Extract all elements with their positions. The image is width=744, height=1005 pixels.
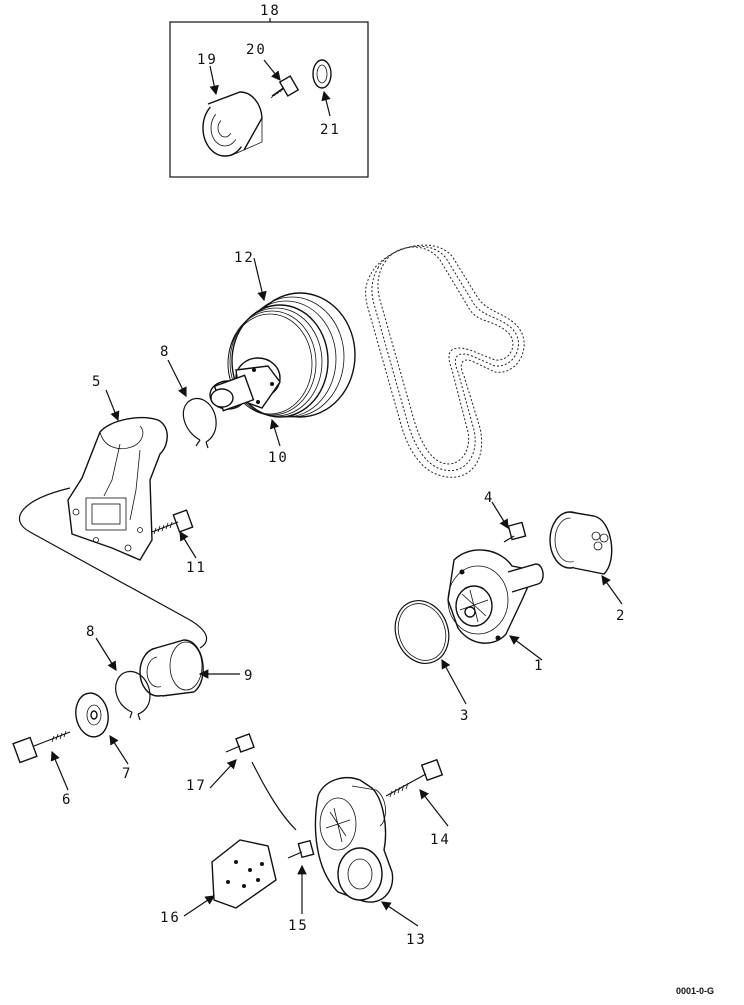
drawing-reference-code: 0001-0-G	[676, 986, 714, 996]
snap-ring-part-8-upper	[182, 397, 217, 449]
callout-9: 9	[244, 668, 254, 684]
callout-10: 10	[268, 450, 289, 466]
inset-frame	[169, 21, 369, 178]
hub-part-10	[209, 357, 281, 412]
plate-part-16	[211, 839, 277, 909]
callout-11: 11	[186, 560, 207, 576]
callout-16: 16	[160, 910, 181, 926]
o-ring-part-3	[394, 600, 450, 664]
washer-part-21	[312, 59, 332, 89]
callout-14: 14	[430, 832, 451, 848]
bracket-part-5	[18, 417, 208, 649]
bolt-part-20	[270, 75, 300, 99]
callout-13: 13	[406, 932, 427, 948]
tensioner-part-13	[314, 777, 394, 903]
callout-8-upper: 8	[160, 344, 170, 360]
callout-8-lower: 8	[86, 624, 96, 640]
bolt-part-11	[151, 509, 194, 535]
leader-lines	[50, 257, 623, 927]
callout-17: 17	[186, 778, 207, 794]
idler-pulley-part-9	[139, 639, 204, 697]
callout-15: 15	[288, 918, 309, 934]
stud-part-15	[287, 839, 315, 859]
callout-21: 21	[320, 122, 341, 138]
callout-18: 18	[260, 3, 281, 19]
bolt-part-6	[12, 730, 71, 764]
callout-12: 12	[234, 250, 255, 266]
callout-2: 2	[616, 608, 626, 624]
inset-kit-box	[169, 18, 369, 178]
callout-7: 7	[122, 766, 132, 782]
bolt-part-14	[385, 758, 444, 798]
drive-belt	[365, 244, 525, 478]
callout-3: 3	[460, 708, 470, 724]
idler-pulley-part-19	[202, 91, 263, 157]
bolt-part-17	[225, 733, 297, 831]
sleeve-part-2	[549, 511, 613, 575]
callout-4: 4	[484, 490, 494, 506]
washer-part-7	[75, 692, 109, 738]
water-pump-part-1	[447, 549, 544, 644]
callout-20: 20	[246, 42, 267, 58]
callout-19: 19	[197, 52, 218, 68]
callouts: 18 19 20 21 12 8 5 10 11 4 2 1 3 8 9 7 6…	[62, 3, 626, 948]
bolt-part-4	[503, 521, 527, 543]
callout-1: 1	[534, 658, 544, 674]
snap-ring-part-8-lower	[115, 670, 151, 721]
callout-6: 6	[62, 792, 72, 808]
callout-5: 5	[92, 374, 102, 390]
